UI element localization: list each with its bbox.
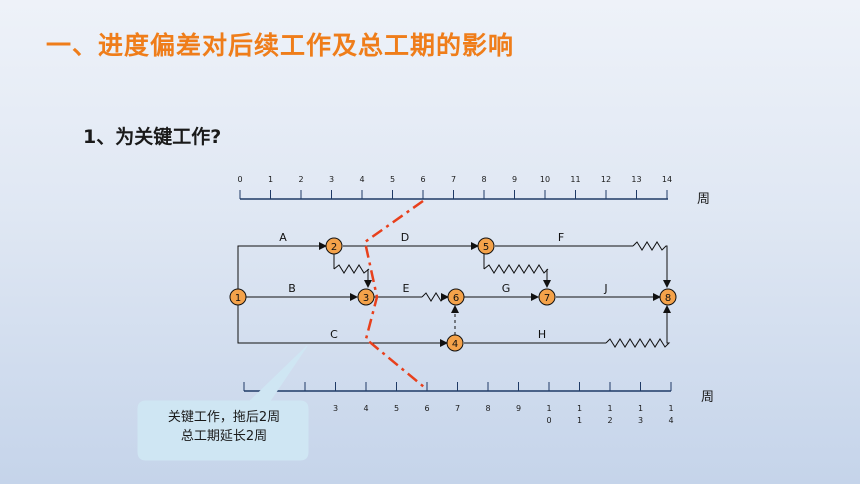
label-activity-b: B	[288, 282, 296, 295]
bottom-axis-tick-label-digit: 1	[546, 404, 551, 413]
activity-arrows	[237, 241, 671, 348]
top-axis-tick-label: 9	[512, 175, 517, 184]
top-axis-tick-label: 1	[268, 175, 273, 184]
label-activity-h: H	[538, 328, 546, 341]
label-activity-c: C	[330, 328, 338, 341]
bottom-axis-tick-label-digit: 1	[638, 404, 643, 413]
activity-labels: A B C D E F G H J	[279, 231, 607, 341]
label-activity-f: F	[558, 231, 564, 244]
callout-line-2: 总工期延长2周	[180, 429, 268, 444]
label-activity-j: J	[603, 282, 607, 295]
bottom-axis-tick-label-digit: 4	[668, 416, 673, 425]
bottom-axis-tick-label-digit: 1	[577, 404, 582, 413]
top-axis-tick-label: 3	[329, 175, 334, 184]
callout-text: 关键工作，拖后2周 总工期延长2周	[140, 408, 308, 446]
node-7: 7	[538, 288, 556, 306]
node-5: 5	[477, 237, 495, 255]
top-axis-tick-label: 13	[631, 175, 641, 184]
arrow-a	[237, 242, 327, 290]
callout-bubble	[137, 345, 309, 461]
node-4: 4	[446, 334, 464, 352]
page-title: 一、进度偏差对后续工作及总工期的影响	[46, 31, 515, 60]
wavy-h	[605, 305, 671, 348]
node-6: 6	[447, 288, 465, 306]
wavy-f	[632, 241, 671, 288]
node-3-label: 3	[363, 293, 369, 304]
arrow-c	[237, 304, 448, 347]
bottom-axis-tick-label: 7	[455, 404, 460, 413]
node-1-label: 1	[235, 293, 241, 304]
node-8: 8	[659, 288, 677, 306]
node-8-label: 8	[665, 293, 671, 304]
bottom-axis-tick-label-digit: 3	[638, 416, 643, 425]
bottom-axis-unit: 周	[701, 390, 714, 405]
top-axis-tick-label: 12	[601, 175, 611, 184]
wavy-e	[421, 292, 446, 302]
bottom-axis-tick-label: 6	[424, 404, 429, 413]
bottom-axis-tick-label-digit: 1	[668, 404, 673, 413]
bottom-axis-tick-label: 8	[485, 404, 490, 413]
bottom-axis-tick-label-digit: 1	[607, 404, 612, 413]
label-activity-a: A	[279, 231, 287, 244]
bottom-axis-tick-label: 9	[516, 404, 521, 413]
top-axis-tick-label: 11	[570, 175, 580, 184]
top-axis-tick-label: 0	[237, 175, 242, 184]
top-axis-unit: 周	[697, 192, 710, 207]
bottom-axis-tick-label: 3	[333, 404, 338, 413]
callout-line-1: 关键工作，拖后2周	[167, 410, 281, 425]
node-1: 1	[229, 288, 247, 306]
top-axis-tick-label: 6	[420, 175, 425, 184]
top-axis-tick-label: 4	[359, 175, 364, 184]
node-3: 3	[357, 288, 375, 306]
label-activity-d: D	[401, 231, 409, 244]
top-axis-tick-label: 7	[451, 175, 456, 184]
bottom-axis-tick-label: 5	[394, 404, 399, 413]
wavy-2-3	[333, 264, 370, 274]
node-2: 2	[325, 237, 343, 255]
event-nodes: 1 2 3 4 5 6 7 8	[229, 237, 677, 352]
bottom-axis-tick-label-digit: 1	[577, 416, 582, 425]
wavy-5-7	[483, 264, 549, 274]
bottom-axis-tick-label-digit: 2	[607, 416, 612, 425]
node-6-label: 6	[453, 293, 459, 304]
page-subtitle: 1、为关键工作?	[83, 126, 222, 148]
bottom-axis-tick-label-digit: 0	[546, 416, 551, 425]
node-5-label: 5	[483, 242, 489, 253]
node-2-label: 2	[331, 242, 337, 253]
label-activity-e: E	[403, 282, 410, 295]
bottom-axis-tick-label: 4	[363, 404, 368, 413]
label-activity-g: G	[502, 282, 511, 295]
top-axis-tick-label: 2	[298, 175, 303, 184]
top-axis-tick-label: 8	[481, 175, 486, 184]
node-7-label: 7	[544, 293, 550, 304]
node-4-label: 4	[452, 339, 458, 350]
progress-check-line	[363, 199, 425, 388]
top-axis-tick-label: 5	[390, 175, 395, 184]
top-axis-tick-label: 10	[540, 175, 550, 184]
top-axis-tick-label: 14	[662, 175, 672, 184]
